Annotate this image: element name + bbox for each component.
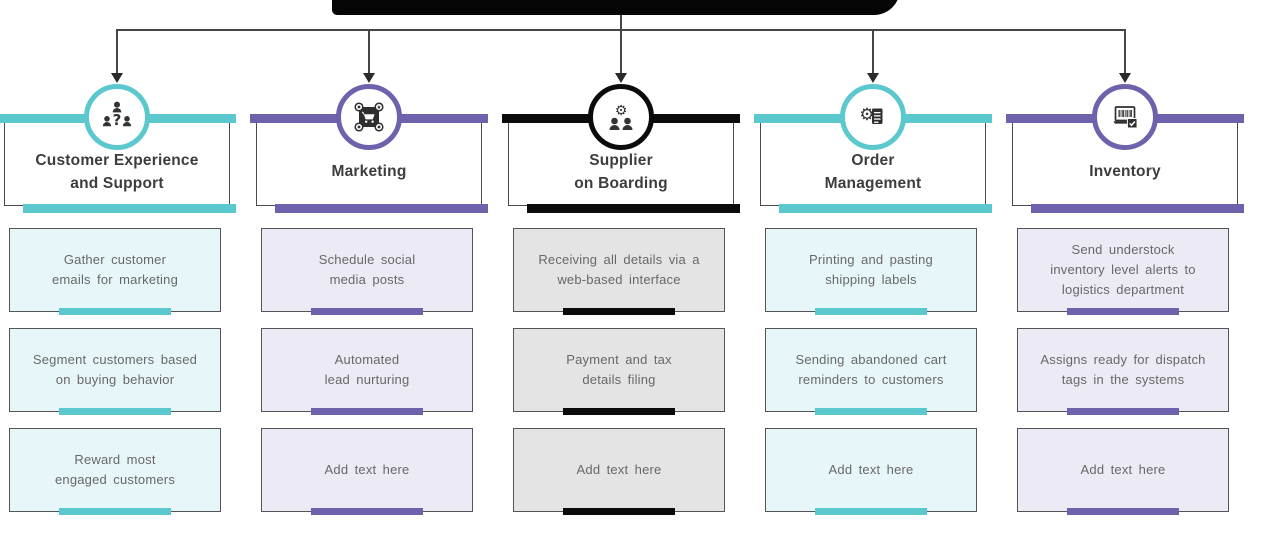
accent-underline xyxy=(59,508,171,515)
column-title: Customer Experience and Support xyxy=(35,152,199,192)
column-order-management: ⚙ Order Management Printing and pasting … xyxy=(754,0,992,536)
task-text: Add text here xyxy=(828,461,914,477)
task-text: Gather customer emails for marketing xyxy=(51,251,179,287)
root-node-bar xyxy=(332,0,900,15)
task-text: Automated lead nurturing xyxy=(324,351,410,387)
customers-question-icon: ? xyxy=(102,101,132,129)
accent-underline xyxy=(1067,508,1179,515)
icon-badge: ★ xyxy=(336,84,402,150)
accent-underline xyxy=(1067,408,1179,415)
task-card: Sending abandoned cart reminders to cust… xyxy=(765,328,977,415)
social-commerce-cart-icon: ★ xyxy=(354,102,384,132)
task-text: Send understock inventory level alerts t… xyxy=(1050,241,1196,298)
task-text: Reward most engaged customers xyxy=(54,451,176,487)
column-title: Inventory xyxy=(1089,163,1161,181)
arrow-down-icon xyxy=(615,73,627,83)
accent-bar-bottom xyxy=(779,204,992,213)
task-card: Add text here xyxy=(513,428,725,515)
task-text: Add text here xyxy=(1080,461,1166,477)
task-card: Add text here xyxy=(1017,428,1229,515)
task-text: Payment and tax details filing xyxy=(566,351,672,387)
icon-badge xyxy=(1092,84,1158,150)
svg-text:⚙: ⚙ xyxy=(859,105,874,125)
task-card: Add text here xyxy=(765,428,977,515)
task-card: Payment and tax details filing xyxy=(513,328,725,415)
accent-underline xyxy=(815,508,927,515)
svg-text:?: ? xyxy=(113,111,122,129)
icon-badge: ⚙ xyxy=(588,84,654,150)
connector-line xyxy=(872,30,874,74)
task-card: Send understock inventory level alerts t… xyxy=(1017,228,1229,315)
task-text: Receiving all details via a web-based in… xyxy=(538,251,700,287)
task-card: Reward most engaged customers xyxy=(9,428,221,515)
task-text: Sending abandoned cart reminders to cust… xyxy=(795,351,947,387)
task-text: Printing and pasting shipping labels xyxy=(809,251,933,287)
task-card: Assigns ready for dispatch tags in the s… xyxy=(1017,328,1229,415)
column-customer-experience: ? Customer Experience and Support Gather… xyxy=(0,0,236,536)
connector-line xyxy=(116,30,118,74)
accent-underline xyxy=(563,308,675,315)
connector-line xyxy=(368,30,370,74)
task-card: Segment customers based on buying behavi… xyxy=(9,328,221,415)
header-card: Customer Experience and Support xyxy=(0,114,236,213)
column-inventory: Inventory Send understock inventory leve… xyxy=(1006,0,1244,536)
accent-bar-bottom xyxy=(23,204,236,213)
accent-underline xyxy=(1067,308,1179,315)
root-connector-stem xyxy=(620,15,622,30)
task-card: Receiving all details via a web-based in… xyxy=(513,228,725,315)
accent-underline xyxy=(563,508,675,515)
column-title: Supplier on Boarding xyxy=(574,152,668,192)
icon-badge: ? xyxy=(84,84,150,150)
accent-underline xyxy=(311,408,423,415)
connector-line xyxy=(620,30,622,74)
task-card: Gather customer emails for marketing xyxy=(9,228,221,315)
arrow-down-icon xyxy=(1119,73,1131,83)
accent-underline xyxy=(59,408,171,415)
accent-underline xyxy=(815,408,927,415)
task-text: Add text here xyxy=(324,461,410,477)
accent-bar-bottom xyxy=(1031,204,1244,213)
accent-underline xyxy=(59,308,171,315)
task-card: Automated lead nurturing xyxy=(261,328,473,415)
svg-text:★: ★ xyxy=(377,105,382,111)
accent-bar-bottom xyxy=(527,204,740,213)
arrow-down-icon xyxy=(363,73,375,83)
arrow-down-icon xyxy=(111,73,123,83)
connector-line xyxy=(1124,30,1126,74)
task-text: Schedule social media posts xyxy=(318,251,416,287)
column-marketing: ★ Marketing Schedule social media posts … xyxy=(250,0,488,536)
task-text: Add text here xyxy=(576,461,662,477)
task-text: Segment customers based on buying behavi… xyxy=(32,351,198,387)
task-card: Printing and pasting shipping labels xyxy=(765,228,977,315)
task-card: Schedule social media posts xyxy=(261,228,473,315)
icon-badge: ⚙ xyxy=(840,84,906,150)
task-card: Add text here xyxy=(261,428,473,515)
accent-underline xyxy=(815,308,927,315)
accent-underline xyxy=(311,508,423,515)
accent-underline xyxy=(563,408,675,415)
column-title: Order Management xyxy=(824,152,922,192)
supplier-team-gear-icon: ⚙ xyxy=(609,103,633,130)
arrow-down-icon xyxy=(867,73,879,83)
order-gear-document-icon: ⚙ xyxy=(859,105,883,125)
column-supplier-onboarding: ⚙ Supplier on Boarding Receiving all det… xyxy=(502,0,740,536)
column-title: Marketing xyxy=(331,163,407,181)
accent-underline xyxy=(311,308,423,315)
svg-text:⚙: ⚙ xyxy=(615,103,628,119)
accent-bar-bottom xyxy=(275,204,488,213)
task-text: Assigns ready for dispatch tags in the s… xyxy=(1040,351,1206,387)
inventory-barcode-check-icon xyxy=(1113,106,1138,129)
